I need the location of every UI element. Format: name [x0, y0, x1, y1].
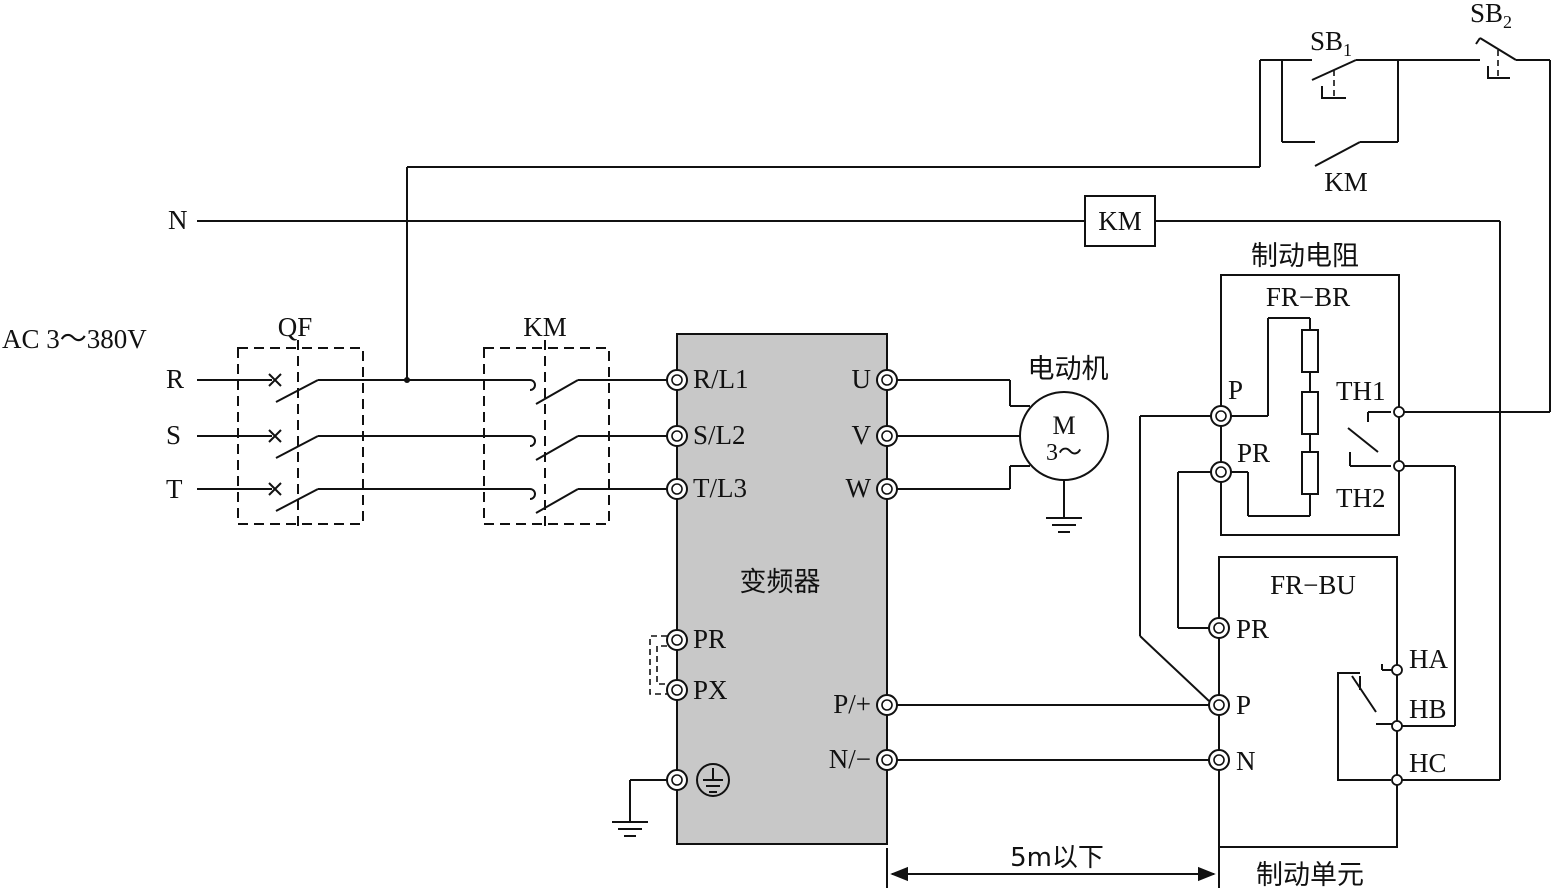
control-circuit — [406, 37, 1551, 413]
sb1-label: SB1 — [1310, 26, 1352, 60]
br-pr-label: PR — [1237, 438, 1270, 468]
contactor-km — [483, 340, 668, 530]
breaker-qf — [197, 340, 484, 530]
inverter-ground-icon — [612, 763, 730, 837]
terminal-u: U — [852, 364, 872, 394]
bu-terminal-hb — [1391, 720, 1403, 732]
inverter-terminals — [666, 369, 898, 791]
bu-p-label: P — [1236, 690, 1251, 720]
terminal-pr: PR — [693, 624, 726, 654]
motor-wiring — [897, 379, 1082, 533]
km-aux-label: KM — [1324, 167, 1368, 197]
terminal-w: W — [846, 473, 872, 503]
bu-hc-label: HC — [1409, 748, 1447, 778]
terminal-v: V — [852, 420, 872, 450]
junction-dot — [404, 377, 410, 383]
contactor-coil: KM — [1084, 195, 1156, 247]
phase-r-label: R — [166, 364, 184, 394]
inverter-body — [676, 333, 888, 845]
terminal-p-plus: P/+ — [833, 689, 871, 719]
phase-s-label: S — [166, 420, 181, 450]
motor-symbol: M — [1052, 411, 1075, 440]
sb2-label: SB2 — [1470, 0, 1512, 32]
brake-unit-model: FR−BU — [1270, 570, 1356, 600]
bu-terminal-ha — [1391, 664, 1403, 676]
dc-bus — [897, 704, 1210, 761]
bu-n-label: N — [1236, 746, 1256, 776]
distance-dimension — [886, 848, 1220, 888]
terminal-tl3: T/L3 — [693, 473, 747, 503]
br-terminal-pr — [1210, 461, 1232, 483]
br-terminal-th2 — [1393, 460, 1405, 472]
bu-terminal-p — [1208, 694, 1230, 716]
brake-resistor-model: FR−BR — [1266, 282, 1350, 312]
distance-label: 5m以下 — [1010, 843, 1104, 873]
bu-terminal-pr — [1208, 617, 1230, 639]
brake-resistor-internals — [1230, 317, 1391, 517]
terminal-rl1: R/L1 — [693, 364, 749, 394]
br-p-label: P — [1228, 375, 1243, 405]
supply-voltage-label: AC 3～380V — [2, 324, 147, 354]
br-terminal-p — [1210, 405, 1232, 427]
bu-hb-label: HB — [1409, 694, 1447, 724]
contactor-label: KM — [523, 312, 567, 342]
motor-phase: 3～ — [1046, 440, 1082, 466]
neutral-label: N — [168, 205, 188, 235]
bu-ha-label: HA — [1409, 644, 1448, 674]
breaker-label: QF — [278, 312, 313, 342]
brake-unit-title: 制动单元 — [1256, 860, 1364, 891]
brake-unit-relay — [1337, 664, 1397, 781]
motor-title: 电动机 — [1028, 354, 1109, 385]
terminal-n-minus: N/− — [829, 744, 871, 774]
bu-terminal-hc — [1391, 774, 1403, 786]
br-th2-label: TH2 — [1336, 483, 1386, 513]
brake-resistor-title: 制动电阻 — [1251, 241, 1359, 272]
phase-t-label: T — [166, 474, 183, 504]
motor-icon — [1019, 391, 1109, 481]
br-terminal-th1 — [1393, 406, 1405, 418]
terminal-sl2: S/L2 — [693, 420, 746, 450]
brake-wiring — [1139, 415, 1456, 847]
bu-pr-label: PR — [1236, 614, 1269, 644]
bu-terminal-n — [1208, 749, 1230, 771]
neutral-line — [197, 220, 1501, 781]
inverter-title: 变频器 — [740, 567, 821, 598]
coil-label: KM — [1098, 206, 1142, 236]
br-th1-label: TH1 — [1336, 376, 1386, 406]
terminal-px: PX — [693, 675, 728, 705]
pr-px-jumper — [649, 635, 667, 695]
